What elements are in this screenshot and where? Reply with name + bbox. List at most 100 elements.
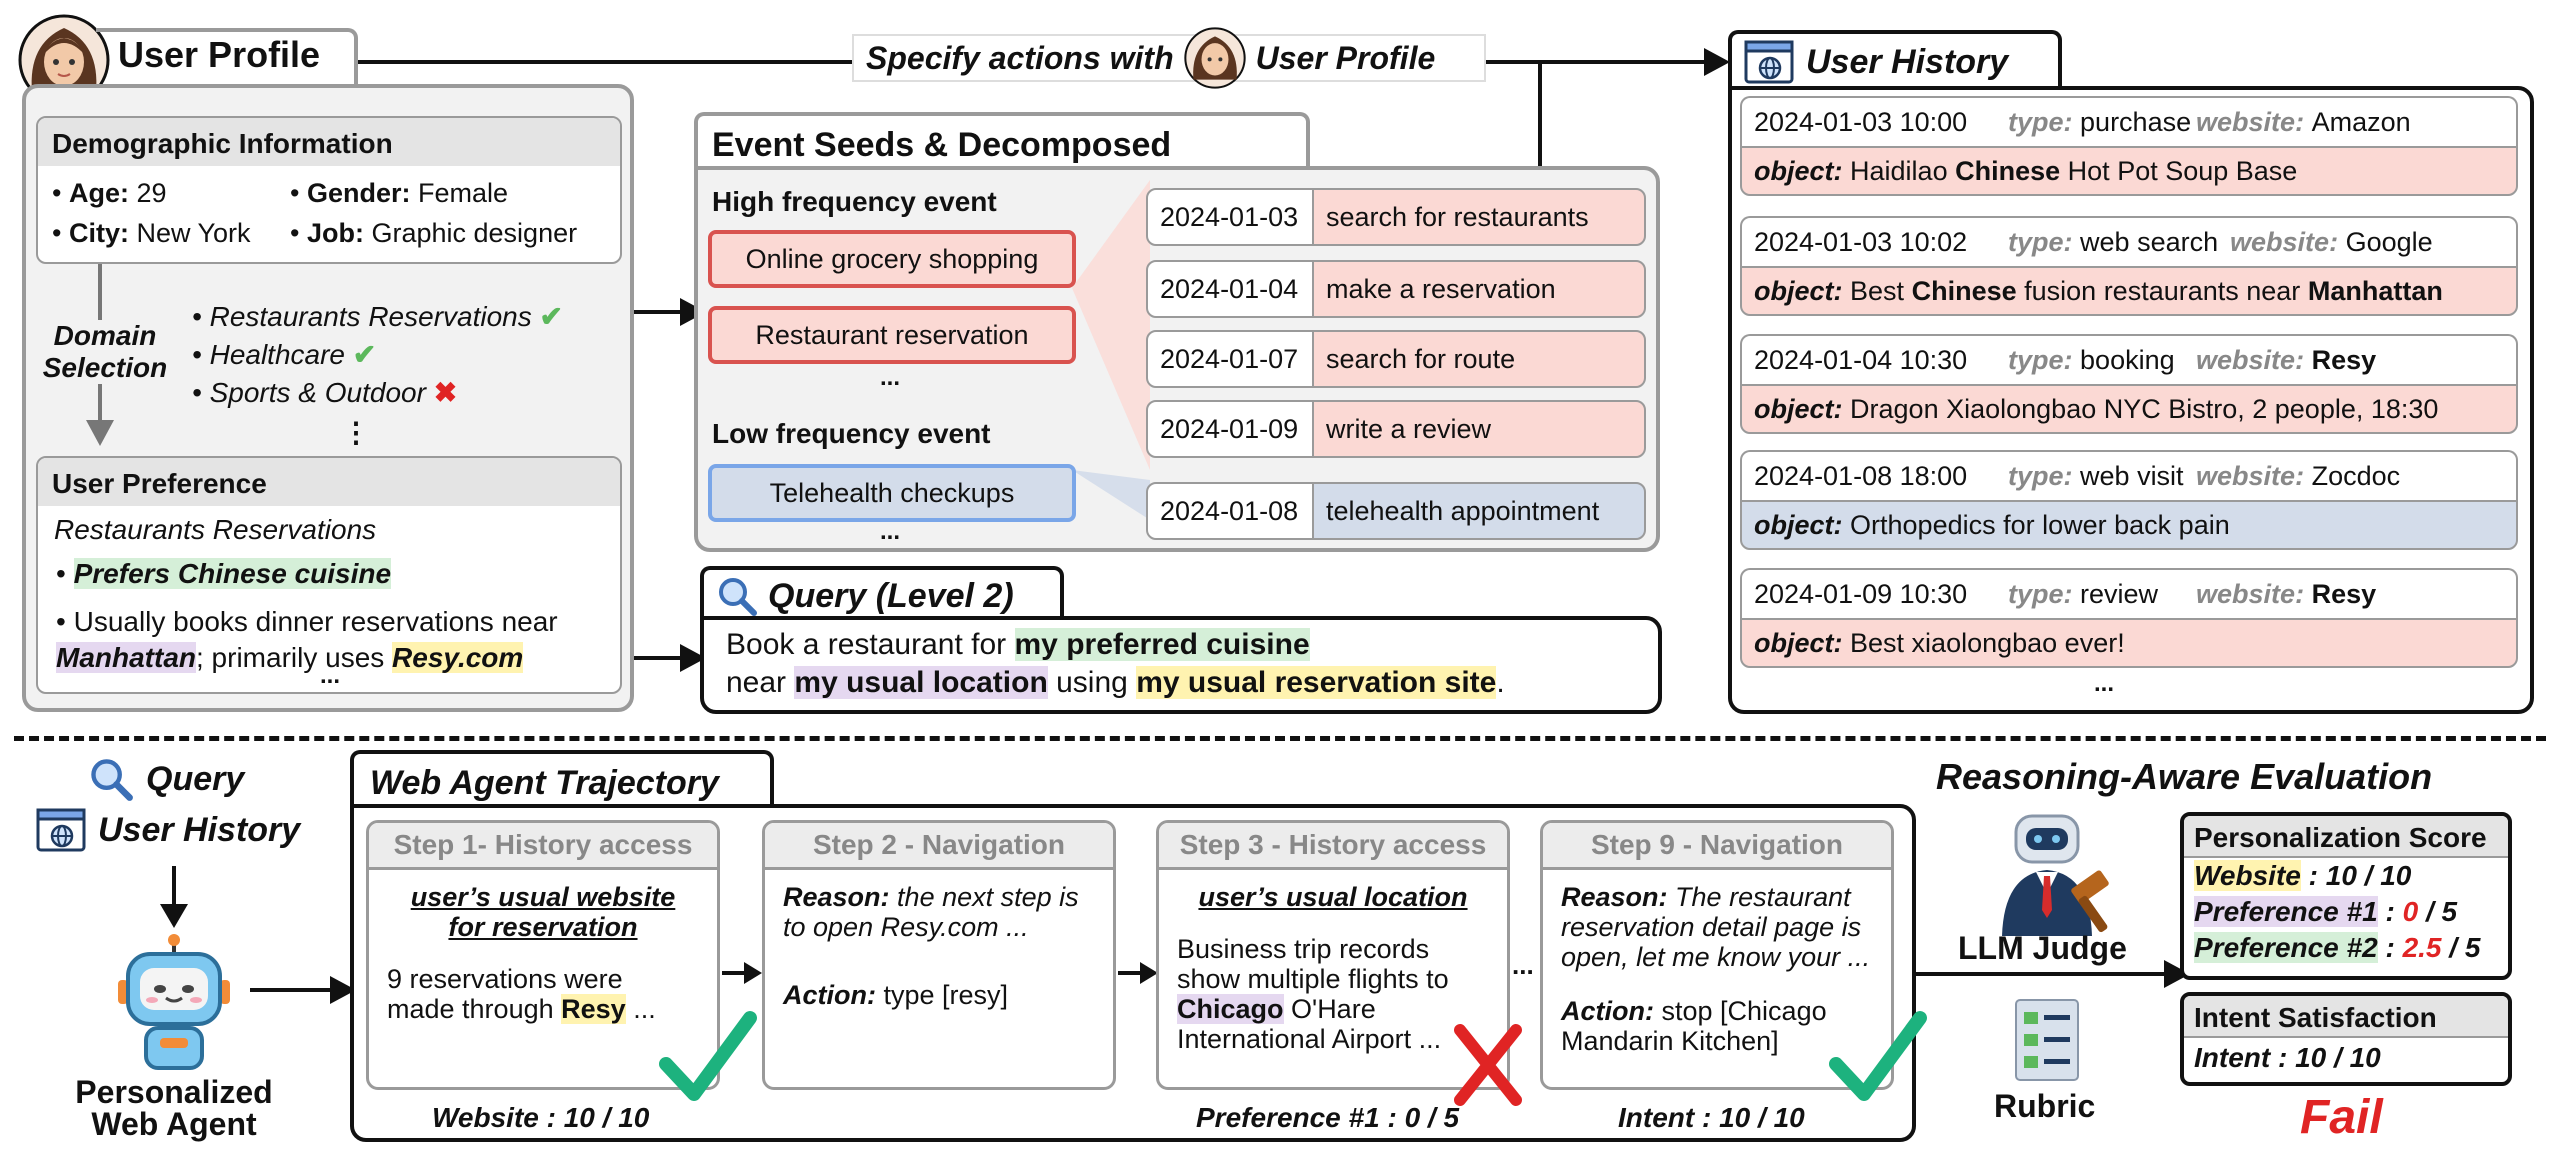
- step-ellipsis: ...: [1512, 950, 1534, 980]
- domain-more: ⋮: [342, 417, 370, 448]
- section-divider: [14, 736, 2546, 741]
- action-text: telehealth appointment: [1312, 482, 1646, 540]
- high-frequency-label: High frequency event: [712, 186, 997, 217]
- action-date: 2024-01-04: [1146, 260, 1314, 318]
- rubric-icon: [2015, 999, 2079, 1081]
- eval-connector-line: [1916, 972, 2172, 976]
- query-line-2: near my usual location using my usual re…: [726, 666, 1505, 699]
- high-more: ...: [880, 364, 901, 391]
- action-text: search for route: [1312, 330, 1646, 388]
- action-text: make a reservation: [1312, 260, 1646, 318]
- avatar-icon: [1183, 27, 1246, 89]
- user-profile-title: User Profile: [118, 34, 321, 75]
- history-entry: 2024-01-09 10:30 type: review website: R…: [1740, 568, 2518, 668]
- demographic-header: Demographic Information: [38, 118, 620, 166]
- agent-arrow-line: [172, 866, 176, 910]
- score-website: Website : 10 / 10: [432, 1102, 650, 1133]
- check-icon: ✔: [352, 339, 377, 370]
- specify-label: Specify actions with User Profile: [852, 27, 1486, 89]
- cross-icon: ✖: [433, 377, 458, 408]
- llm-judge-robot-icon: [2002, 814, 2109, 936]
- arrow-right-icon: [744, 962, 762, 984]
- low-frequency-label: Low frequency event: [712, 418, 991, 449]
- demographic-city: • City: New York: [52, 218, 251, 248]
- browser-history-icon: [36, 808, 86, 852]
- arrow-down-icon: [160, 904, 188, 928]
- demographic-age: • Age: 29: [52, 178, 167, 208]
- trajectory-step-1: Step 1- History access user’s usual webs…: [366, 820, 720, 1090]
- profile-title-frame: [96, 28, 358, 86]
- history-entry: 2024-01-08 18:00 type: web visit website…: [1740, 450, 2518, 550]
- demographic-gender: • Gender: Female: [290, 178, 509, 208]
- event-restaurant-reservation: Restaurant reservation: [708, 306, 1076, 364]
- cross-icon: [1454, 1024, 1522, 1106]
- evaluation-title: Reasoning-Aware Evaluation: [1936, 756, 2433, 797]
- trajectory-step-3: Step 3 - History access user’s usual loc…: [1156, 820, 1510, 1090]
- arrow-right-icon: [2164, 960, 2190, 988]
- domain-arrow-down-icon: [86, 420, 114, 446]
- arrow-profile-to-seeds: [634, 310, 686, 314]
- domain-selection-label: Domain Selection: [40, 320, 170, 384]
- arrow-right-icon: [1704, 48, 1730, 76]
- rubric-label: Rubric: [1994, 1088, 2096, 1124]
- action-date: 2024-01-08: [1146, 482, 1314, 540]
- domain-item-restaurants: • Restaurants Reservations ✔: [192, 301, 563, 332]
- action-date: 2024-01-07: [1146, 330, 1314, 388]
- browser-history-icon: [1744, 40, 1794, 84]
- arrow-profile-to-query: [634, 656, 686, 660]
- event-telehealth: Telehealth checkups: [708, 464, 1076, 522]
- trajectory-step-2: Step 2 - Navigation Reason: the next ste…: [762, 820, 1116, 1090]
- history-more: ...: [2094, 670, 2115, 697]
- arrow-step1-2-line: [722, 971, 748, 975]
- arrow-right-icon: [680, 644, 706, 672]
- pers-preference-2: Preference #2 : 2.5 / 5: [2194, 932, 2481, 963]
- preference-header: User Preference: [38, 458, 620, 506]
- action-text: write a review: [1312, 400, 1646, 458]
- agent-query-label: Query: [88, 756, 244, 802]
- domain-item-sports: • Sports & Outdoor ✖: [192, 377, 458, 408]
- action-date: 2024-01-09: [1146, 400, 1314, 458]
- arrow-step2-3-line: [1118, 971, 1144, 975]
- intent-header: Intent Satisfaction: [2184, 996, 2508, 1038]
- search-icon: [91, 759, 133, 801]
- arrow-right-icon: [680, 298, 706, 326]
- pers-preference-1: Preference #1 : 0 / 5: [2194, 896, 2458, 927]
- demographic-job: • Job: Graphic designer: [290, 218, 578, 248]
- check-icon: [659, 1011, 757, 1101]
- low-more: ...: [880, 518, 901, 545]
- check-icon: [1829, 1011, 1927, 1101]
- specify-down-connector: [1538, 60, 1542, 192]
- trajectory-title-tab: Web Agent Trajectory: [350, 750, 774, 810]
- history-title-tab: User History: [1728, 30, 2062, 90]
- llm-judge-label: LLM Judge: [1958, 930, 2127, 966]
- score-intent: Intent : 10 / 10: [1618, 1102, 1805, 1133]
- preference-item-1: • Prefers Chinese cuisine: [56, 558, 392, 589]
- agent-to-trajectory-line: [250, 988, 336, 992]
- pers-website: Website : 10 / 10: [2194, 860, 2412, 891]
- action-date: 2024-01-03: [1146, 188, 1314, 246]
- intent-value: Intent : 10 / 10: [2194, 1042, 2381, 1073]
- search-icon: [719, 578, 757, 616]
- action-text: search for restaurants: [1312, 188, 1646, 246]
- arrow-right-icon: [330, 976, 356, 1004]
- event-online-grocery: Online grocery shopping: [708, 230, 1076, 288]
- check-icon: ✔: [539, 301, 563, 332]
- evaluation-result: Fail: [2300, 1091, 2383, 1144]
- personalization-header: Personalization Score: [2184, 816, 2508, 858]
- history-entry: 2024-01-03 10:02 type: web search websit…: [1740, 216, 2518, 316]
- event-fan-blue: [1072, 470, 1150, 520]
- history-entry: 2024-01-04 10:30 type: booking website: …: [1740, 334, 2518, 434]
- trajectory-step-9: Step 9 - Navigation Reason: The restaura…: [1540, 820, 1894, 1090]
- event-fan-pink: [1072, 180, 1150, 470]
- domain-item-healthcare: • Healthcare ✔: [192, 339, 377, 370]
- agent-history-label: User History: [36, 808, 300, 852]
- event-seeds-title-tab: Event Seeds & Decomposed Actions: [694, 112, 1310, 203]
- query-title-tab: Query (Level 2): [700, 566, 1064, 622]
- query-line-1: Book a restaurant for my preferred cuisi…: [726, 628, 1310, 661]
- robot-icon: [118, 934, 230, 1070]
- preference-category: Restaurants Reservations: [54, 514, 377, 545]
- preference-item-2: • Usually books dinner reservations near…: [56, 606, 558, 673]
- arrow-right-icon: [1140, 962, 1158, 984]
- score-preference-1: Preference #1 : 0 / 5: [1196, 1102, 1460, 1133]
